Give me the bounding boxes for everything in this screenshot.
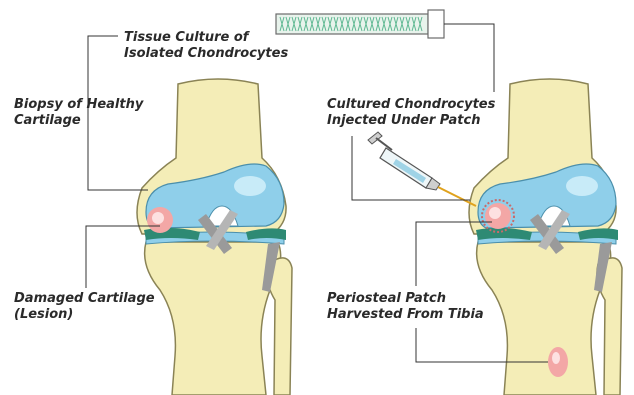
- label-damaged-2: (Lesion): [14, 307, 73, 322]
- label-patch-2: Harvested From Tibia: [327, 307, 484, 322]
- right-tibia: [477, 242, 611, 395]
- label-patch-1: Periosteal Patch: [327, 291, 446, 306]
- syringe-icon: [368, 132, 476, 206]
- label-damaged-1: Damaged Cartilage: [14, 291, 155, 306]
- culture-tube-icon: [276, 10, 444, 38]
- label-tissue-culture-1: Tissue Culture of: [124, 30, 251, 45]
- label-injected-1: Cultured Chondrocytes: [327, 97, 496, 112]
- label-biopsy-1: Biopsy of Healthy: [14, 97, 144, 112]
- left-cartilage-highlight: [234, 176, 266, 196]
- label-biopsy-2: Cartilage: [14, 113, 81, 128]
- label-tissue-culture-2: Isolated Chondrocytes: [124, 46, 288, 61]
- left-tibia: [145, 242, 281, 395]
- right-cartilage-highlight: [566, 176, 598, 196]
- right-knee: [469, 79, 622, 395]
- leader-tube-right: [444, 24, 494, 92]
- left-knee: [137, 79, 292, 395]
- label-injected-2: Injected Under Patch: [327, 113, 480, 128]
- tibia-harvest-site-core: [552, 352, 560, 364]
- left-lesion-core: [152, 212, 164, 224]
